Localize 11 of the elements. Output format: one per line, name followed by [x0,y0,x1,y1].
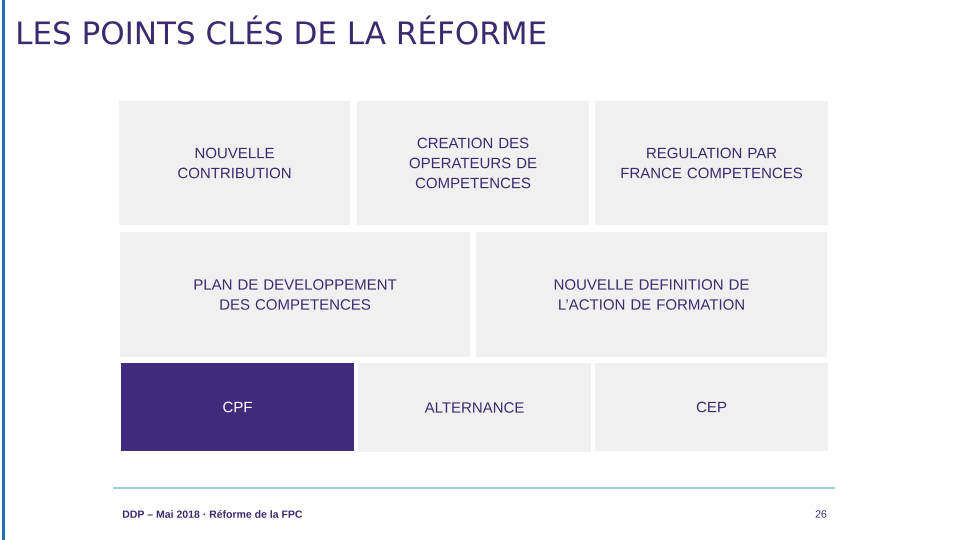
topic-box: CREATION DES OPERATEURS DE COMPETENCES [357,101,589,225]
topic-box: REGULATION PAR FRANCE COMPETENCES [595,101,828,225]
topic-box: CPF [121,363,354,451]
title: LES POINTS CLÉS DE LA RÉFORME [18,15,546,45]
topic-box: NOUVELLE CONTRIBUTION [119,101,350,225]
topic-box: CEP [595,363,828,451]
page-number: 26 [816,510,826,518]
footer-text: DDP – Mai 2018 · Réforme de la FPC [122,510,302,518]
topic-box: ALTERNANCE [358,363,591,452]
topic-box: PLAN DE DEVELOPPEMENT DES COMPETENCES [120,232,470,357]
topic-box: NOUVELLE DEFINITION DE L’ACTION DE FORMATION [476,232,827,357]
